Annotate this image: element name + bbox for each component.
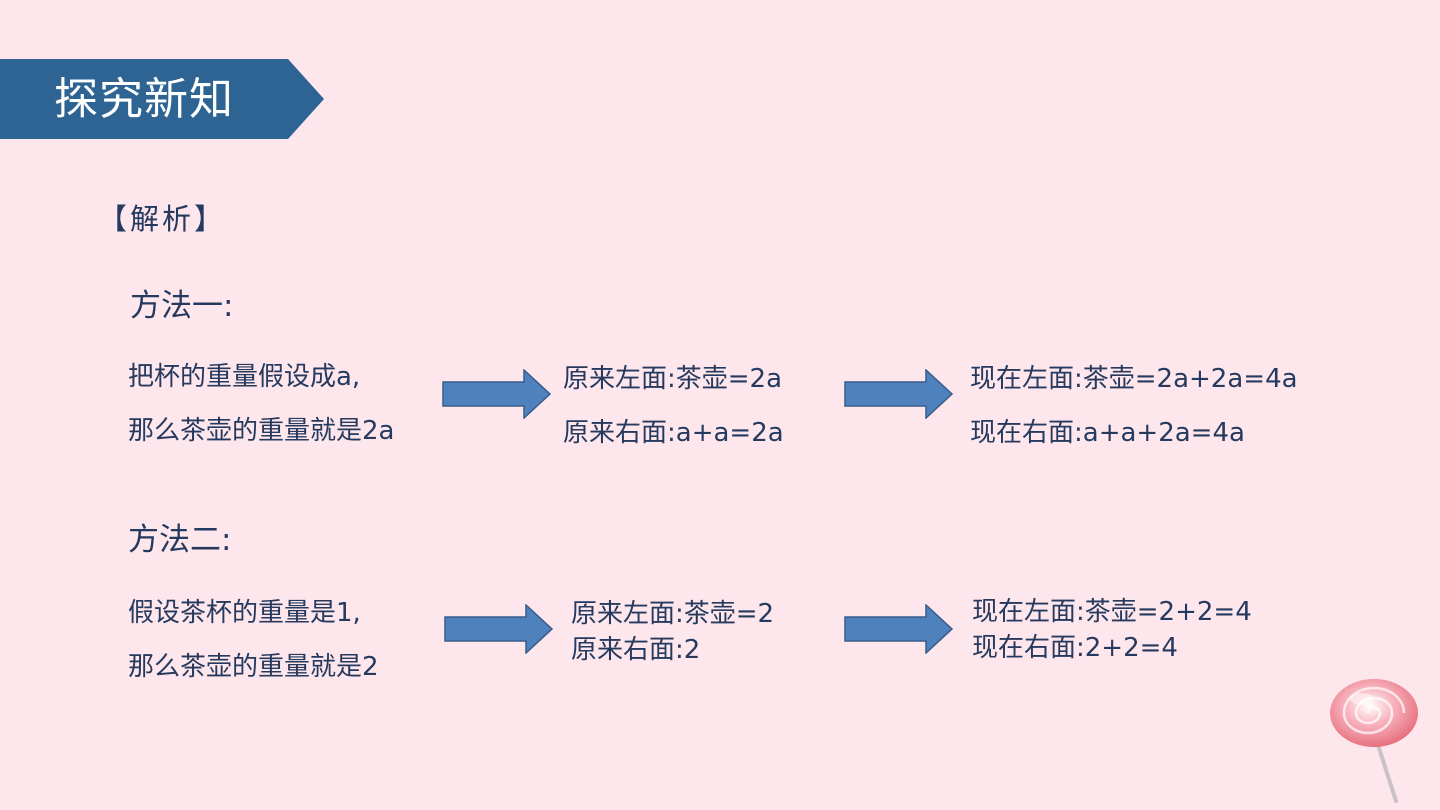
arrow-right-icon xyxy=(444,604,554,654)
method2-original-left: 原来左面:茶壶=2 xyxy=(571,599,775,629)
method2-current-left: 现在左面:茶壶=2+2=4 xyxy=(972,597,1252,627)
page-title: 探究新知 xyxy=(54,74,234,125)
method1-original-left: 原来左面:茶壶=2a xyxy=(563,364,783,394)
method1-assumption-line2: 那么茶壶的重量就是2a xyxy=(128,416,395,446)
lollipop-icon xyxy=(1330,679,1418,803)
method2-assumption-line1: 假设茶杯的重量是1, xyxy=(128,598,361,628)
method2-assumption-line2: 那么茶壶的重量就是2 xyxy=(128,652,379,682)
method1-current-right: 现在右面:a+a+2a=4a xyxy=(970,418,1245,448)
arrow-right-icon xyxy=(442,369,552,419)
title-banner xyxy=(0,59,324,139)
method2-title: 方法二: xyxy=(128,522,232,558)
method1-original-right: 原来右面:a+a=2a xyxy=(563,418,784,448)
arrow-right-icon xyxy=(844,604,954,654)
method1-current-left: 现在左面:茶壶=2a+2a=4a xyxy=(970,364,1298,394)
analysis-label: 【解析】 xyxy=(98,202,227,236)
arrow-right-icon xyxy=(844,369,954,419)
method1-title: 方法一: xyxy=(130,288,234,324)
method1-assumption-line1: 把杯的重量假设成a, xyxy=(128,362,361,392)
banner-shape xyxy=(0,59,324,139)
method2-current-right: 现在右面:2+2=4 xyxy=(972,633,1178,663)
method2-original-right: 原来右面:2 xyxy=(571,635,701,665)
